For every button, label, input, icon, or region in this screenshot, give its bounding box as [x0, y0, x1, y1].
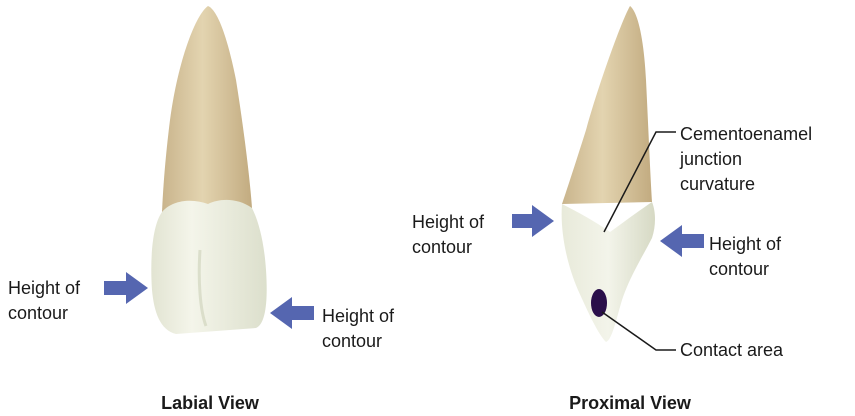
arrow-left-icon	[660, 225, 704, 257]
arrow-right-icon	[104, 272, 148, 304]
labial-tooth	[151, 6, 267, 334]
labial-right-height-of-contour-label: Height of contour	[322, 306, 395, 351]
arrow-right-icon	[512, 205, 554, 237]
labial-crown	[151, 199, 267, 334]
contact-area-mark	[591, 289, 607, 317]
cementoenamel-junction-label: Cementoenamel junction curvature	[680, 124, 813, 194]
labial-crown-shading	[197, 249, 208, 327]
contact-leader-line	[601, 311, 676, 351]
proximal-view-caption: Proximal View	[569, 393, 691, 413]
labial-view-caption: Labial View	[161, 393, 259, 413]
proximal-root	[562, 6, 652, 204]
proximal-right-height-of-contour-label: Height of contour	[709, 234, 782, 279]
proximal-left-height-of-contour-label: Height of contour	[412, 212, 485, 257]
contact-area-label: Contact area	[680, 340, 784, 360]
cej-leader-line	[603, 131, 676, 233]
proximal-tooth	[561, 6, 655, 342]
labial-root	[162, 6, 252, 212]
proximal-crown	[561, 202, 655, 342]
labial-left-height-of-contour-label: Height of contour	[8, 278, 81, 323]
arrow-left-icon	[270, 297, 314, 329]
